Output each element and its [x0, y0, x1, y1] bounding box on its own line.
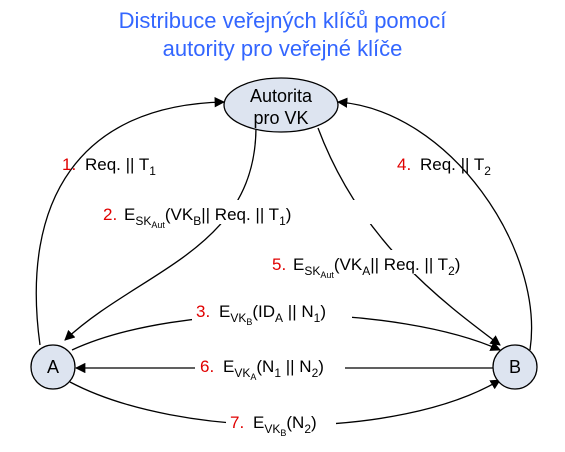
- message-4-label: 4. Req. || T2: [397, 155, 491, 178]
- node-authority-line-1: Autorita: [250, 86, 313, 106]
- message-2-number: 2.: [103, 205, 117, 224]
- node-a-label: A: [47, 357, 59, 377]
- message-3-number: 3.: [196, 302, 210, 321]
- node-a: A: [30, 344, 76, 390]
- node-b: B: [492, 344, 538, 390]
- node-b-label: B: [509, 357, 521, 377]
- message-1-label: 1. Req. || T1: [62, 155, 156, 178]
- diagram-title-line-2: autority pro veřejné klíče: [162, 36, 403, 61]
- message-7-number: 7.: [230, 413, 244, 432]
- message-2-text: ESKAut(VKB|| Req. || T1): [124, 205, 291, 230]
- message-1-text: Req. || T1: [85, 155, 156, 178]
- diagram-title-line-1: Distribuce veřejných klíčů pomocí: [118, 8, 447, 33]
- message-6-text: EVKA(N1 || N2): [223, 357, 324, 382]
- message-6-label: 6. EVKA(N1 || N2): [200, 357, 324, 382]
- node-authority: Autorita pro VK: [223, 77, 339, 133]
- arrow-1-a-to-authority: [35, 97, 226, 346]
- node-authority-line-2: pro VK: [253, 108, 308, 128]
- message-6-number: 6.: [200, 357, 214, 376]
- arrow-4-b-to-authority: [336, 97, 533, 351]
- message-5-number: 5.: [272, 255, 286, 274]
- message-4-number: 4.: [397, 155, 411, 174]
- message-4-text: Req. || T2: [420, 155, 491, 178]
- message-1-number: 1.: [62, 155, 76, 174]
- arrow-2-authority-to-a: [64, 127, 257, 341]
